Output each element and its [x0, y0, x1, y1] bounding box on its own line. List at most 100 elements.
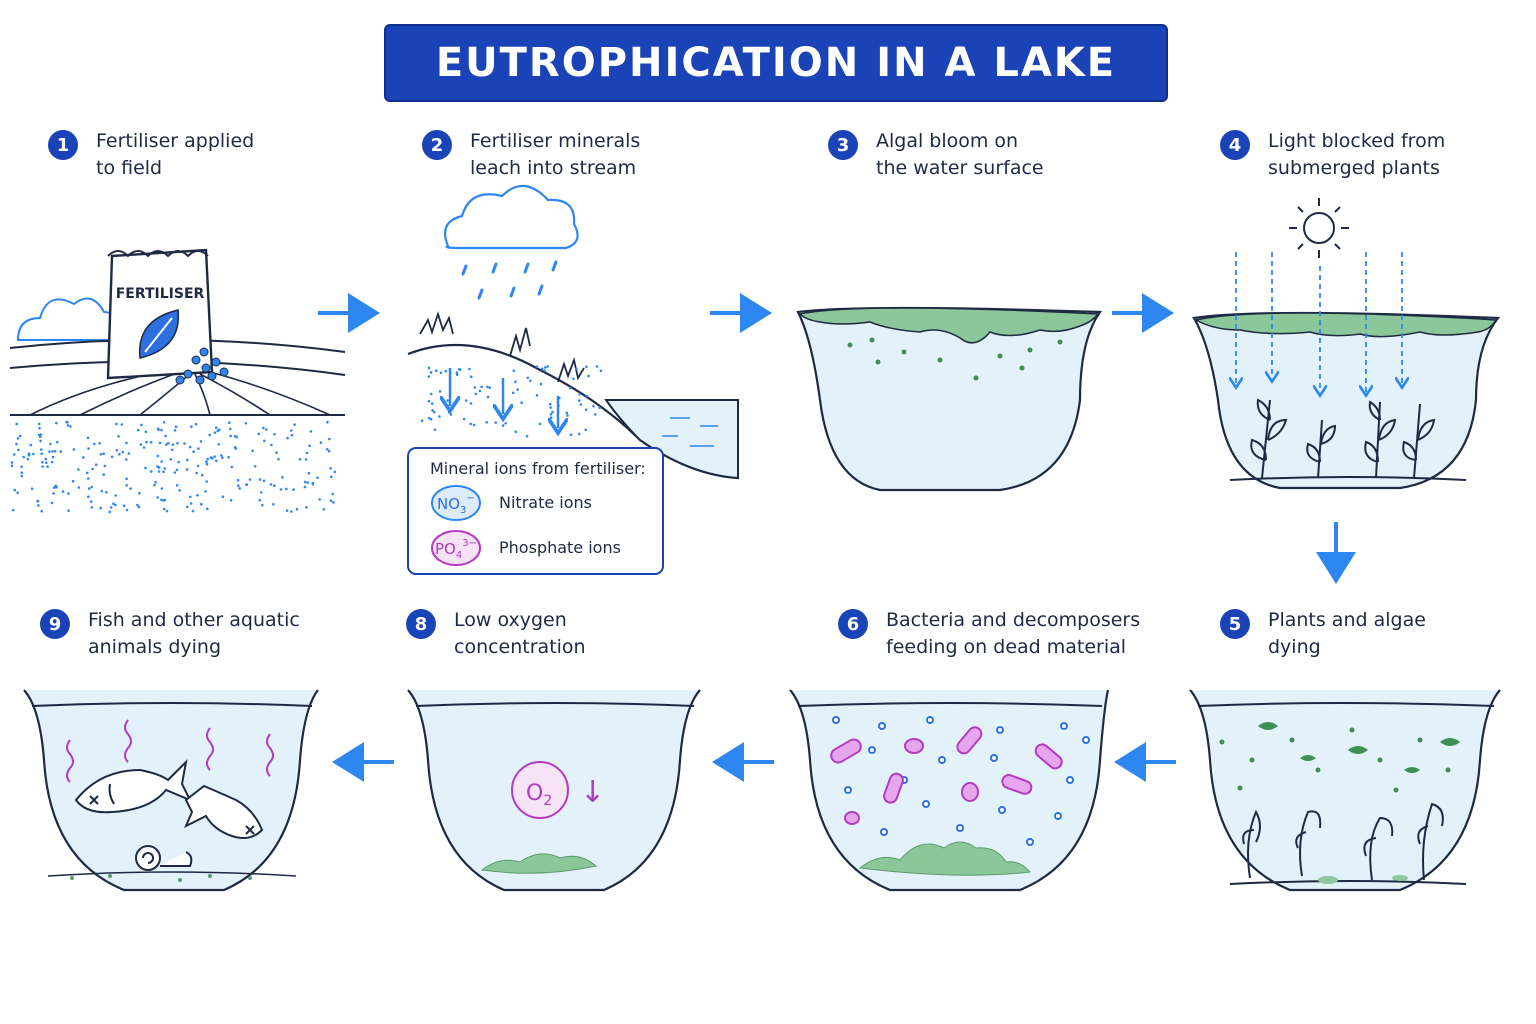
soil-dot	[15, 442, 18, 446]
step-label-line: feeding on dead material	[886, 636, 1127, 658]
soil-dot	[427, 366, 431, 370]
soil-dot	[325, 448, 329, 451]
soil-dot	[544, 366, 547, 369]
soil-dot	[53, 450, 57, 453]
soil-dot	[149, 470, 153, 473]
soil-dot	[196, 464, 200, 468]
leaching-illustration	[407, 184, 739, 480]
soil-dot	[234, 447, 238, 450]
soil-dot	[433, 428, 437, 432]
soil-dot	[40, 452, 43, 456]
soil-dot	[258, 498, 262, 502]
soil-dot	[125, 484, 128, 487]
soil-dot	[38, 426, 41, 430]
nitrate-symbol: NO	[437, 495, 460, 513]
soil-dot	[165, 509, 169, 513]
step-number-badge: 1	[48, 130, 78, 160]
soil-dot	[22, 455, 26, 459]
soil-dot	[87, 447, 90, 450]
soil-dot	[429, 371, 433, 374]
soil-dot	[158, 441, 162, 445]
soil-dot	[190, 425, 193, 429]
soil-dot	[293, 423, 296, 426]
soil-dot	[303, 480, 307, 484]
soil-dot	[579, 403, 583, 406]
soil-dot	[468, 367, 471, 371]
soil-dot	[269, 483, 273, 486]
step-label-line: to field	[96, 157, 163, 179]
soil-dot	[15, 422, 18, 426]
soil-dot	[548, 402, 552, 406]
soil-dot	[486, 395, 490, 399]
soil-dot	[160, 428, 163, 432]
soil-dot	[546, 365, 549, 368]
svg-text:NO3−: NO3−	[437, 493, 475, 516]
soil-dot	[305, 451, 309, 455]
soil-dot	[142, 446, 146, 449]
soil-dot	[292, 488, 296, 491]
soil-dot	[569, 386, 572, 390]
sun-icon	[1289, 198, 1349, 258]
soil-dot	[221, 495, 225, 499]
step-label-line: concentration	[454, 636, 586, 658]
step-5: 5 Plants and algae dying	[1220, 607, 1426, 661]
phosphate-ion-icon	[431, 530, 481, 566]
soil-dot	[227, 455, 230, 459]
soil-dot	[549, 413, 553, 416]
soil-dot	[127, 452, 131, 455]
soil-dot	[455, 373, 459, 376]
soil-dot	[238, 487, 241, 490]
soil-dot	[157, 428, 160, 432]
soil-dot	[175, 484, 179, 487]
soil-dot	[154, 481, 157, 484]
soil-dot	[41, 461, 44, 464]
soil-dot	[169, 458, 172, 461]
soil-dot	[584, 408, 588, 412]
soil-dot	[208, 433, 211, 437]
dead-material-pile	[858, 841, 1031, 876]
lake-low-oxygen: O2 ↓	[407, 689, 701, 892]
step-number-badge: 6	[838, 609, 868, 639]
soil-dot	[514, 430, 518, 434]
soil-dot	[200, 473, 204, 477]
soil-dot	[594, 413, 597, 416]
soil-dot	[164, 434, 167, 438]
soil-dot	[67, 509, 70, 512]
soil-dot	[51, 450, 54, 453]
soil-dot	[551, 410, 554, 414]
step-label-line: Plants and algae	[1268, 609, 1426, 631]
soil-dot	[156, 496, 159, 499]
fertiliser-bag-label: FERTILISER	[116, 286, 205, 302]
soil-dot	[194, 422, 198, 426]
soil-dot	[472, 423, 476, 427]
soil-dot	[327, 449, 331, 453]
soil-dot	[560, 427, 563, 431]
soil-dot	[569, 433, 573, 437]
soil-dot	[431, 409, 434, 412]
soil-dot	[140, 423, 143, 427]
soil-dot	[585, 365, 588, 369]
soil-dot	[549, 406, 552, 409]
soil-dot	[37, 422, 41, 426]
ion-legend: Mineral ions from fertiliser: NO3− Nitra…	[407, 447, 664, 575]
soil-dot	[195, 471, 198, 475]
soil-dot	[162, 421, 166, 424]
soil-dot	[66, 421, 69, 424]
soil-dot	[77, 468, 80, 471]
cloud-icon	[16, 297, 118, 341]
soil-dot	[205, 480, 208, 483]
soil-dot	[480, 385, 484, 389]
soil-dot	[213, 455, 216, 458]
soil-dot	[69, 425, 72, 428]
soil-dot	[121, 450, 125, 454]
soil-dot	[306, 481, 310, 484]
soil-dot	[592, 404, 595, 408]
soil-dot	[149, 440, 153, 444]
soil-dot	[51, 455, 55, 459]
soil-dot	[173, 471, 177, 474]
oxygen-molecule-icon	[511, 761, 569, 819]
soil-dot	[125, 441, 128, 445]
soil-dot	[209, 456, 213, 459]
soil-dot	[599, 369, 603, 373]
soil-dot	[261, 503, 264, 507]
